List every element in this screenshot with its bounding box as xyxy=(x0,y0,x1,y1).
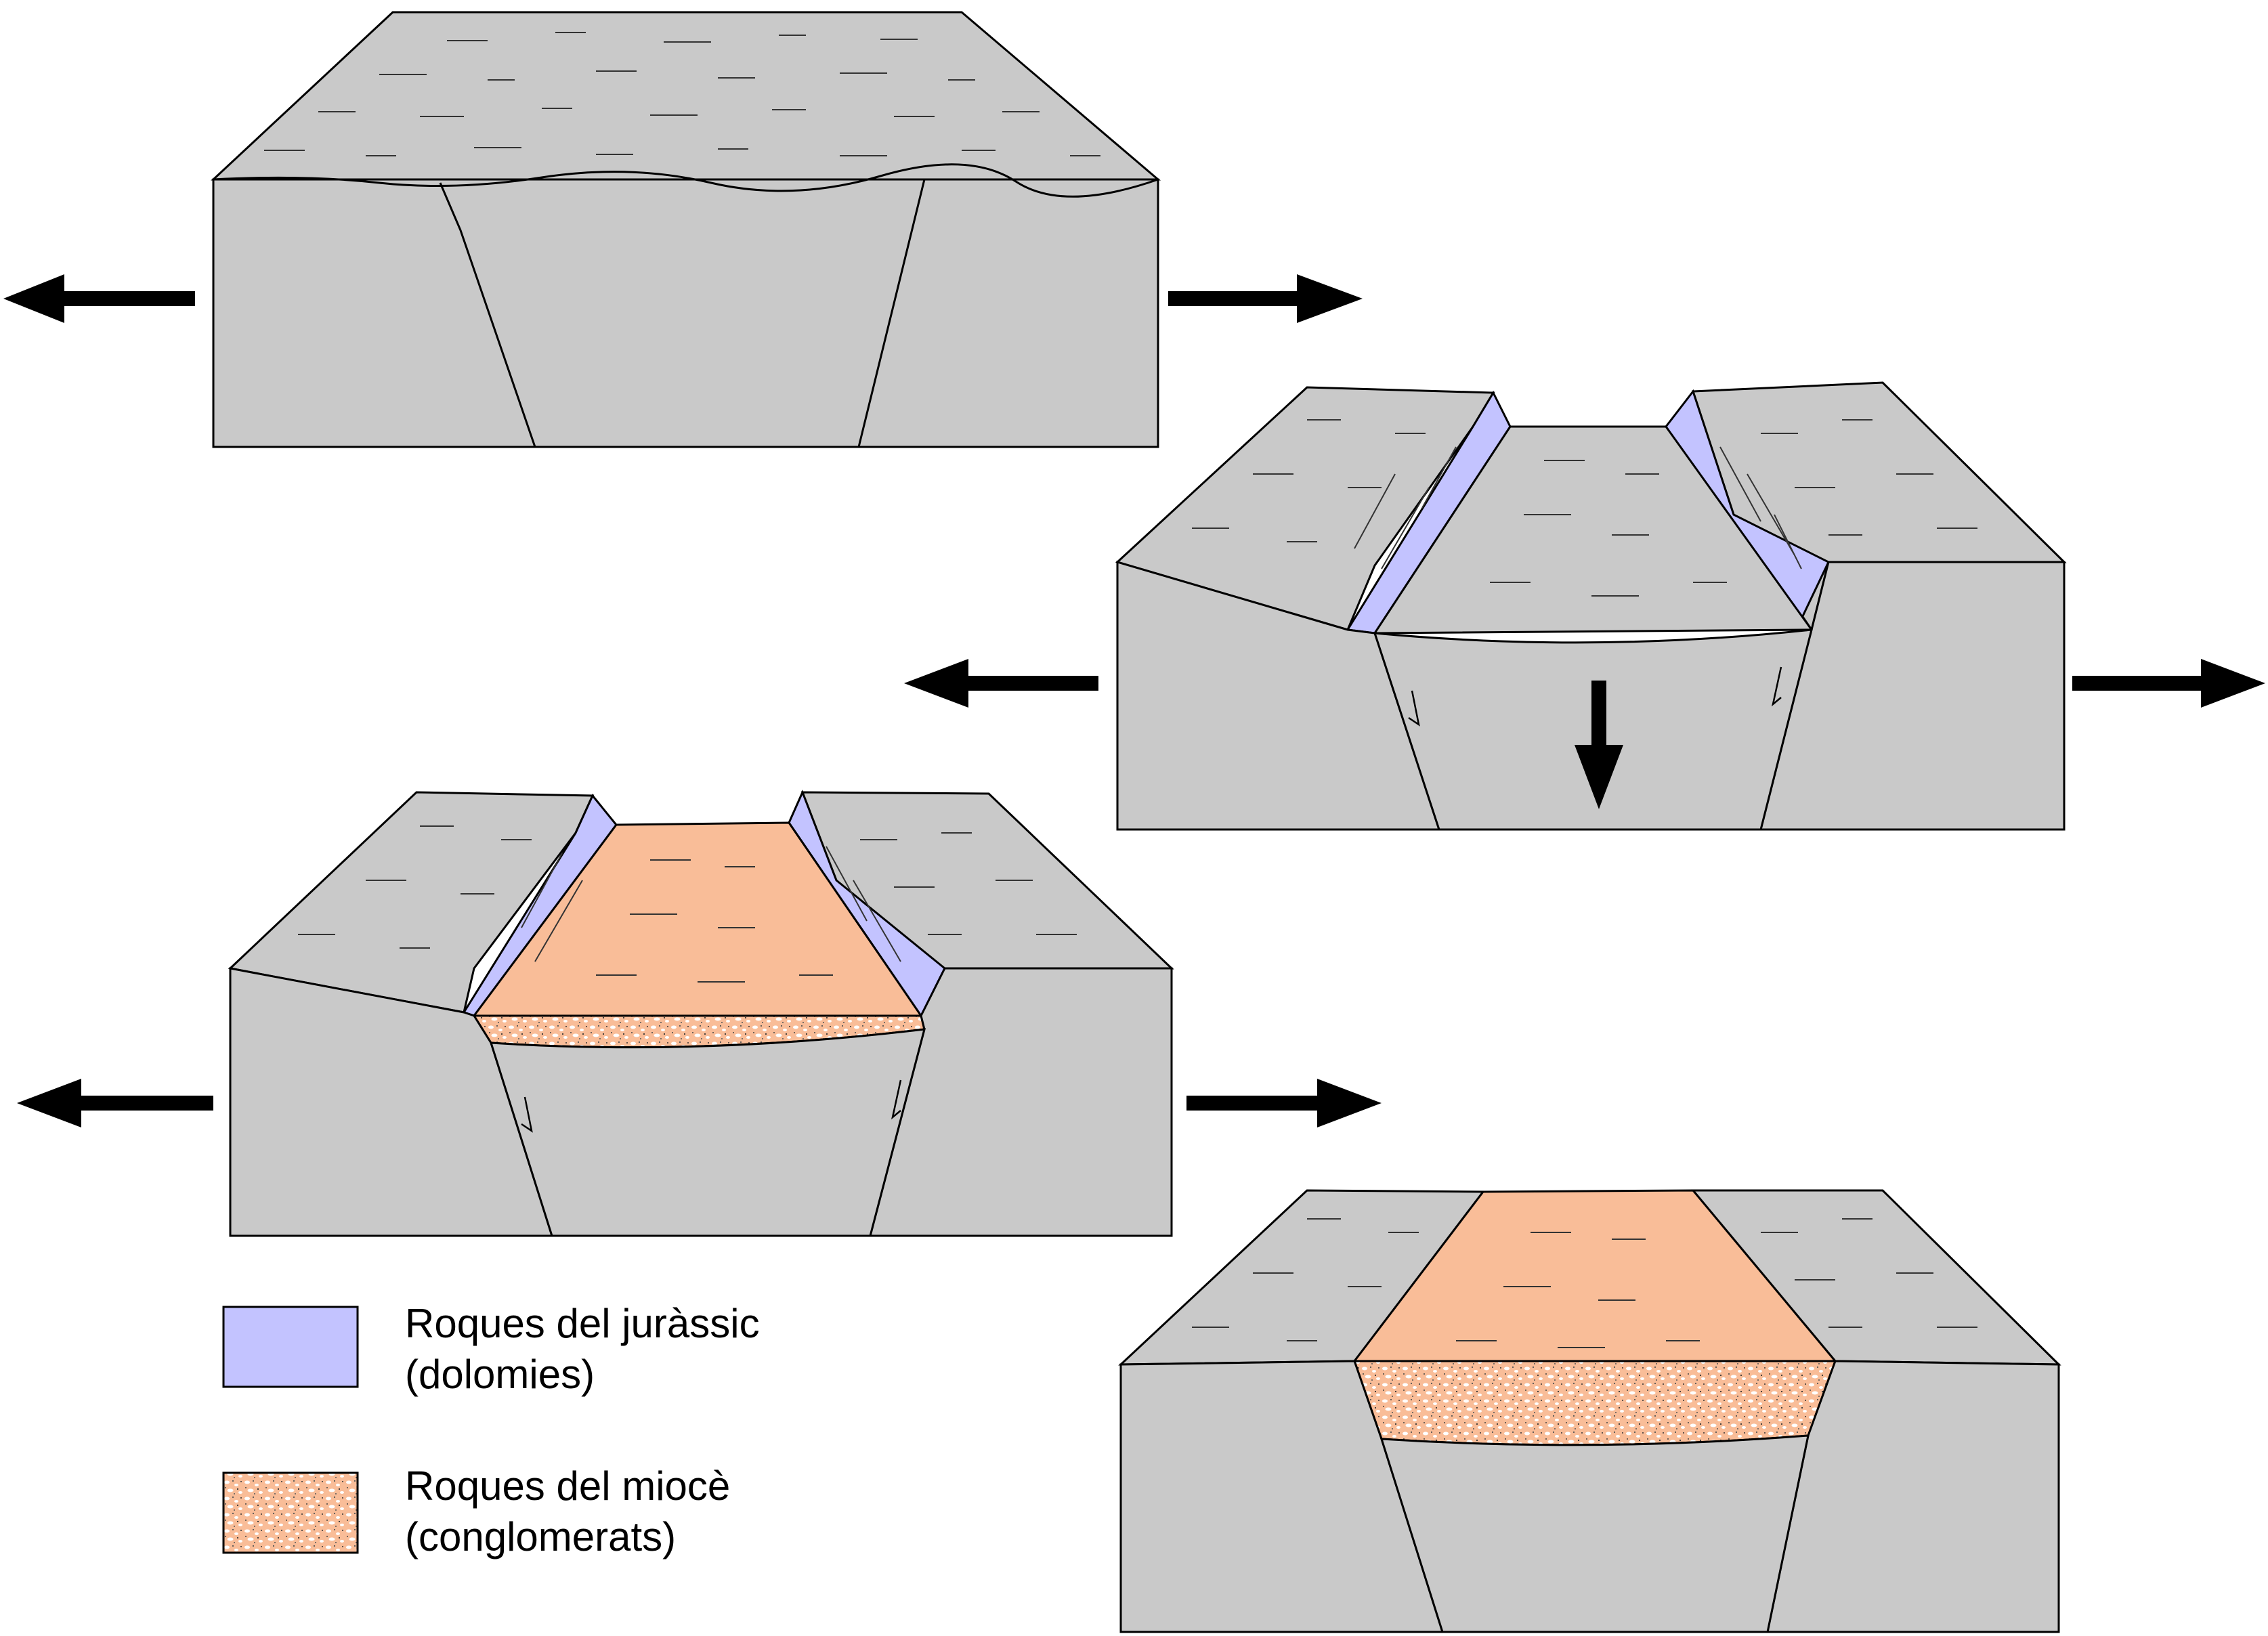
legend-jurassic-line2: (dolomies) xyxy=(405,1352,595,1397)
stage-2-slip-mark-left xyxy=(1408,690,1420,727)
stage-3-arrow-left xyxy=(17,1079,213,1127)
stage-2-subsidence-arrow xyxy=(1575,681,1623,809)
stage-2-arrow-right xyxy=(2072,659,2265,708)
stage-2-arrow-left xyxy=(904,659,1098,708)
stage-3-slip-mark-right xyxy=(891,1079,902,1120)
stage-3-block xyxy=(228,790,1174,1237)
stage-4-graben-front xyxy=(1379,1434,1810,1633)
stage-1-block xyxy=(211,11,1161,448)
legend-jurassic-line1: Roques del juràssic xyxy=(405,1301,760,1346)
conglomerate-swatch-icon xyxy=(222,1471,359,1554)
legend-item-jurassic: Roques del juràssic (dolomies) xyxy=(222,1301,760,1397)
stage-3-graben-front xyxy=(489,1028,926,1237)
stage-4-surface-texture xyxy=(1192,1218,1977,1348)
dolomite-swatch-icon xyxy=(222,1306,359,1388)
legend: Roques del juràssic (dolomies) Roques de… xyxy=(222,1301,760,1559)
stage-2-block xyxy=(1115,381,2067,831)
stage-3-arrow-right xyxy=(1186,1079,1382,1127)
stage-1-front-face xyxy=(212,178,1159,448)
stage-3-surface-texture xyxy=(298,825,1077,983)
stage-4-front-right xyxy=(1766,1360,2060,1633)
stage-1-arrow-left xyxy=(3,274,195,323)
stage-3-slip-mark-left xyxy=(521,1096,533,1133)
stage-1-arrow-right xyxy=(1168,274,1363,323)
stage-2-slip-mark-right xyxy=(1772,666,1782,707)
legend-miocene-line2: (conglomerats) xyxy=(405,1514,676,1559)
stage-2-jurassic-right xyxy=(1665,389,1830,636)
stage-1-fault-left xyxy=(439,182,536,448)
stage-1-surface-texture xyxy=(264,32,1100,156)
stage-2-surface-texture xyxy=(1192,419,1977,597)
legend-item-miocene: Roques del miocè (conglomerats) xyxy=(222,1463,730,1559)
stage-4-conglomerate-layer xyxy=(1352,1360,1837,1446)
stage-1-rough-edge xyxy=(213,163,1159,198)
stage-1-fault-right xyxy=(857,179,926,448)
legend-miocene-line1: Roques del miocè xyxy=(405,1463,730,1509)
stage-1-top-surface xyxy=(211,11,1161,181)
stage-4-block xyxy=(1118,1189,2061,1633)
